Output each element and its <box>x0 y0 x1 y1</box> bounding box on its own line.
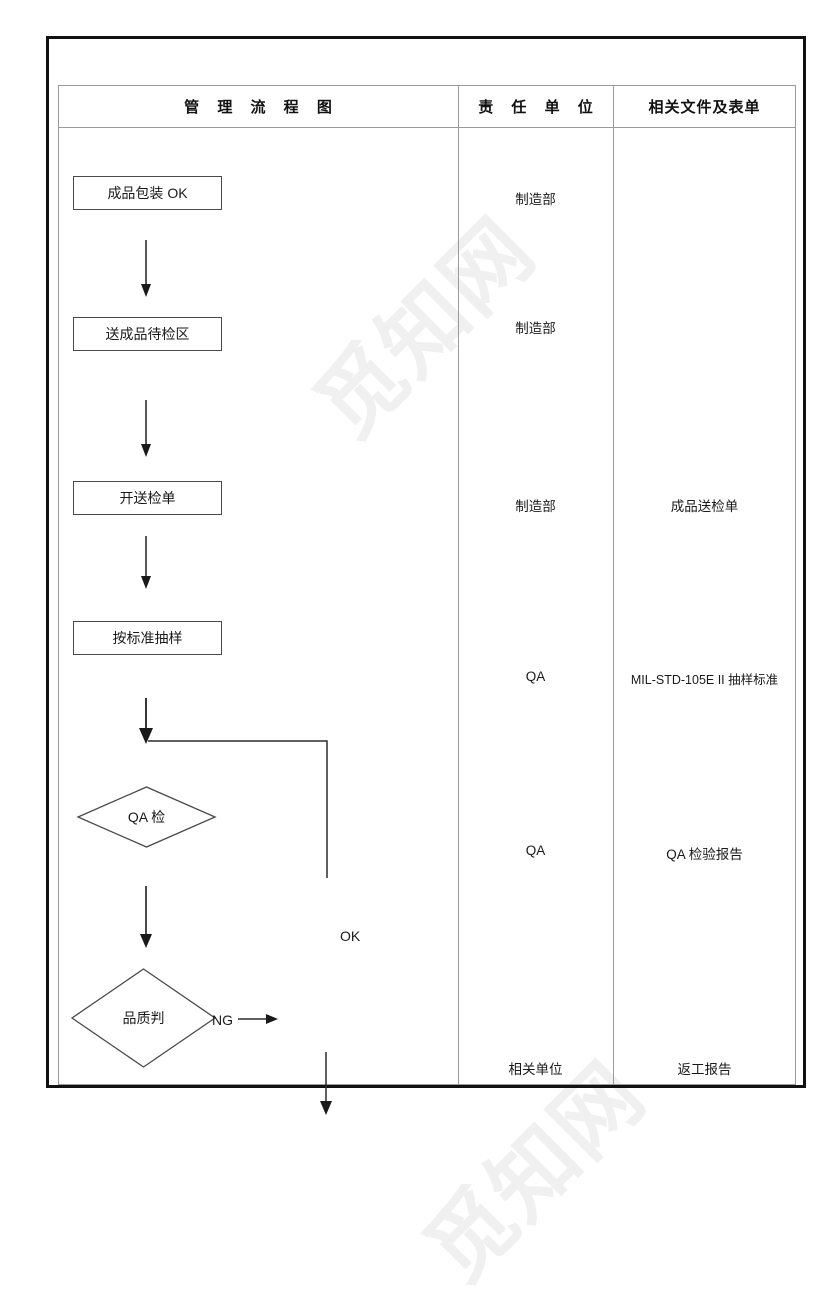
column-header-owner: 责 任 单 位 <box>478 99 600 116</box>
decision-node-quality-judge[interactable]: 品质判 <box>70 968 217 1068</box>
document-cell: MIL-STD-105E II 抽样标准 <box>630 673 779 687</box>
column-header-flow: 管 理 流 程 图 <box>184 99 339 116</box>
connector-pack-ok-to-send-area <box>132 240 162 300</box>
document-cell: 成品送检单 <box>670 499 739 514</box>
process-node-send-area[interactable]: 送成品待检区 <box>73 317 222 351</box>
connector-sampling-to-qa-check <box>132 698 162 750</box>
column-header-documents: 相关文件及表单 <box>648 99 761 116</box>
document-cell: 返工报告 <box>677 1062 732 1077</box>
page-border <box>46 36 806 1088</box>
owner-cell: QA <box>525 669 546 684</box>
owner-cell: QA <box>525 843 546 858</box>
edge-label-ok: OK <box>340 928 361 944</box>
column-divider-flow-owner <box>458 85 459 1085</box>
connector-ng-downward <box>312 1052 342 1124</box>
header-divider <box>58 127 796 128</box>
document-cell: QA 检验报告 <box>666 847 743 862</box>
connector-ok-feedback-loop <box>140 736 340 884</box>
diamond-shape-qa-check <box>76 786 217 848</box>
owner-cell: 制造部 <box>515 192 556 207</box>
connector-send-area-to-inspect-form <box>132 400 162 460</box>
connector-ng-branch <box>213 1008 283 1032</box>
owner-cell: 相关单位 <box>508 1062 563 1077</box>
table-border <box>58 85 796 1085</box>
owner-cell: 制造部 <box>515 499 556 514</box>
connector-inspect-form-to-sampling <box>132 536 162 592</box>
edge-label-ng: NG <box>212 1012 233 1028</box>
process-node-pack-ok[interactable]: 成品包装 OK <box>73 176 222 210</box>
process-node-sampling[interactable]: 按标准抽样 <box>73 621 222 655</box>
owner-cell: 制造部 <box>515 321 556 336</box>
column-divider-owner-docs <box>613 85 614 1085</box>
connector-qa-check-to-quality-judge <box>132 886 162 952</box>
diamond-shape-quality-judge <box>70 968 217 1068</box>
process-node-inspect-form[interactable]: 开送检单 <box>73 481 222 515</box>
